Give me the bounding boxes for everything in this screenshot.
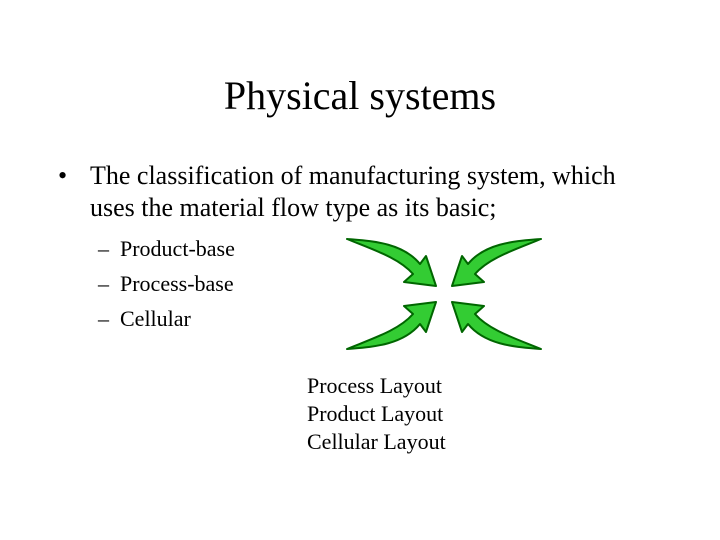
arrow-bottom-left-icon — [346, 301, 437, 350]
sub-bullet-dash: – — [98, 271, 109, 296]
slide-title: Physical systems — [223, 73, 497, 118]
layout-label-process: Process Layout — [307, 373, 443, 398]
arrow-bottom-right-icon — [451, 301, 542, 350]
layout-label-cellular: Cellular Layout — [307, 429, 446, 454]
sub-bullet-label: Product-base — [120, 236, 235, 261]
arrow-top-left-icon — [346, 238, 437, 287]
sub-bullet-label: Cellular — [120, 306, 191, 331]
sub-bullet-dash: – — [98, 236, 109, 261]
bullet-text: The classification of manufacturing syst… — [90, 161, 616, 222]
bullet-marker: • — [58, 161, 68, 190]
arrow-top-right-icon — [451, 238, 542, 287]
layout-labels: Process Layout Product Layout Cellular L… — [307, 372, 446, 456]
converging-arrows-icon — [346, 238, 542, 350]
sub-bullet-dash: – — [98, 306, 109, 331]
layout-label-product: Product Layout — [307, 401, 444, 426]
sub-bullet-label: Process-base — [120, 271, 234, 296]
